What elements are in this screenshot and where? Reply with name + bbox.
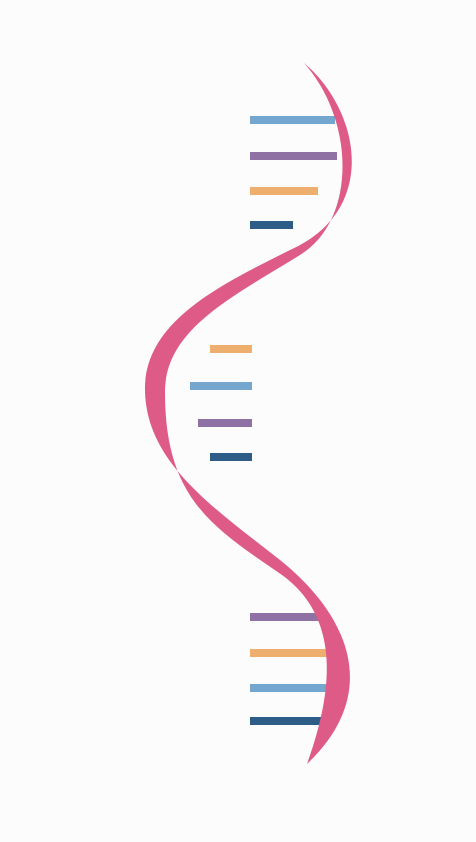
dna-strand xyxy=(144,63,352,764)
base-pair-rungs xyxy=(190,116,337,725)
